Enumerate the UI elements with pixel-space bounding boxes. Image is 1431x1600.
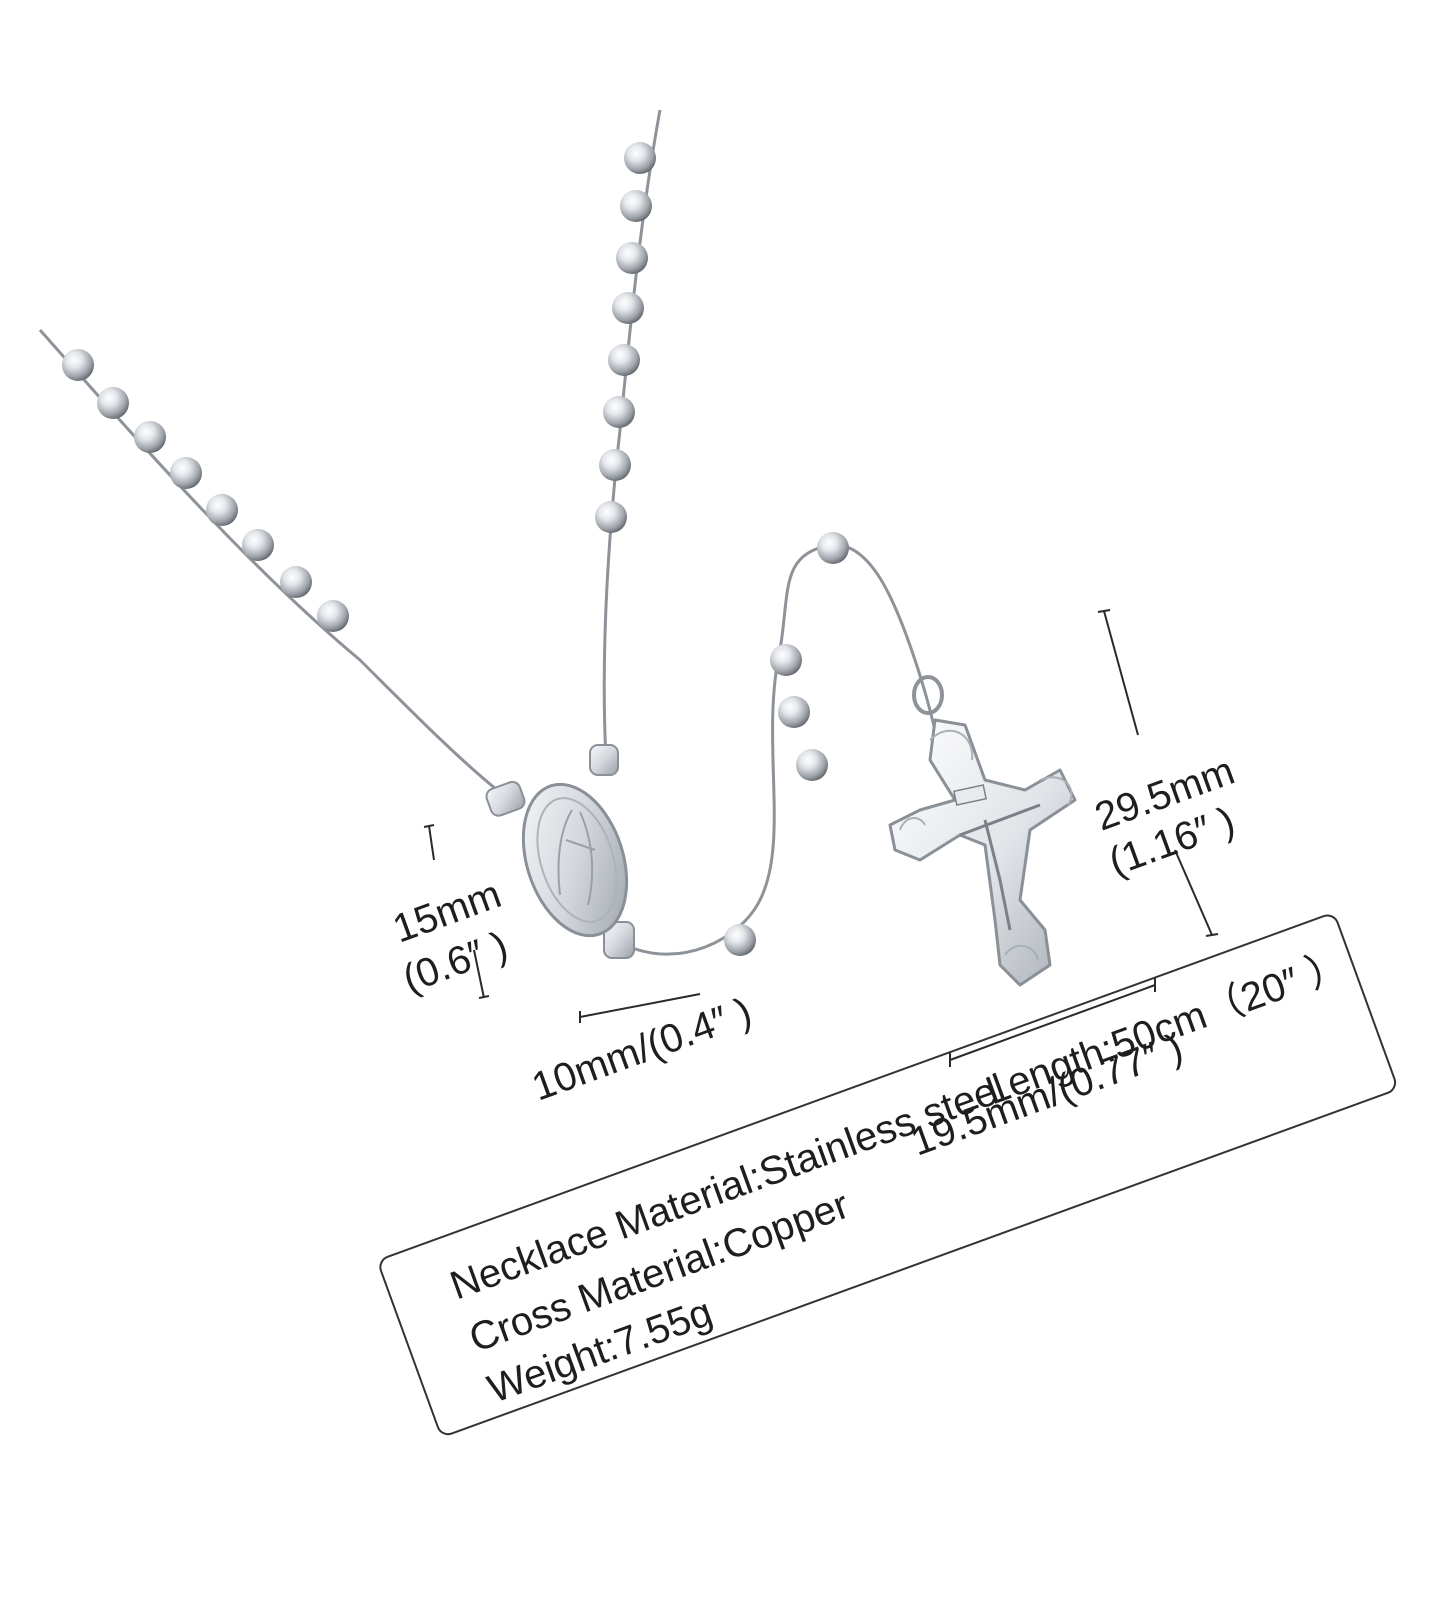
- miraculous-medal: [485, 744, 635, 959]
- beads-drop-strand: [724, 532, 849, 956]
- dimension-lines: [423, 609, 1219, 1067]
- beads-left-strand: [62, 349, 349, 632]
- crucifix: [888, 675, 1077, 987]
- beads-right-strand: [595, 142, 656, 533]
- chain: [38, 109, 937, 956]
